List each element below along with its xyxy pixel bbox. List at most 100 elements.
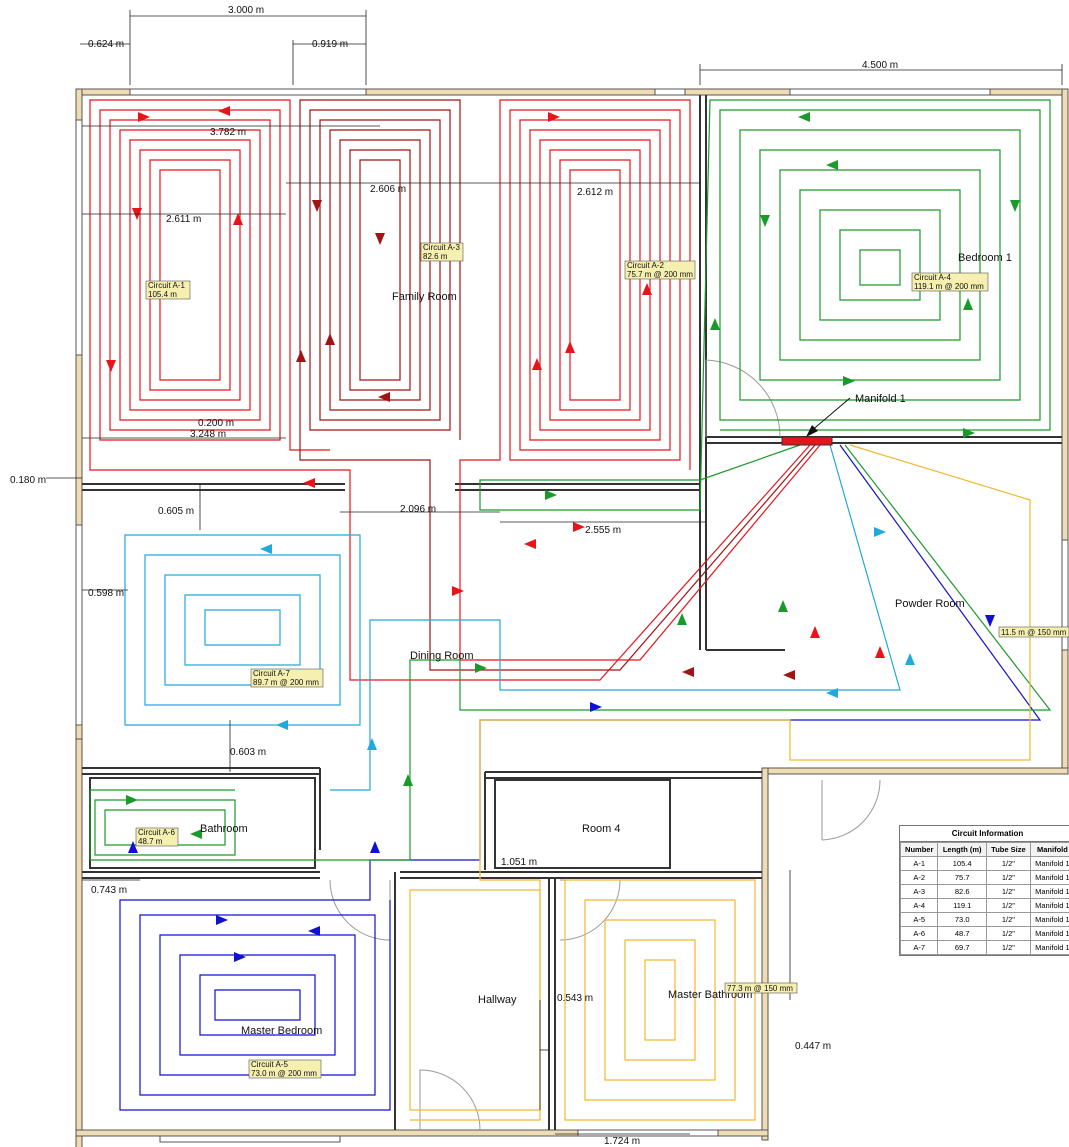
cell: 1/2" [985,926,1031,941]
manifold-box [781,436,833,446]
cell: 1/2" [985,898,1031,913]
cell: Manifold 1 [1029,884,1069,899]
dim-1724: 1.724 m [604,1136,640,1147]
cell: Manifold 1 [1029,926,1069,941]
svg-text:119.1 m @ 200 mm: 119.1 m @ 200 mm [914,282,984,291]
label-manifold: Manifold 1 [855,393,906,405]
dim-2606: 2.606 m [370,184,406,195]
tag-a6: Circuit A-6 48.7 m [135,827,179,847]
circuit-a4-loops [479,99,1051,511]
svg-text:Circuit A-2: Circuit A-2 [627,261,664,270]
cell: Manifold 1 [1029,898,1069,913]
legend-header-length: Length (m) [937,842,987,857]
dim-2612: 2.612 m [577,187,613,198]
label-bedroom1: Bedroom 1 [958,252,1012,264]
legend-title: Circuit Information [900,826,1069,842]
cell: Manifold 1 [1029,940,1069,955]
cell: 75.7 [937,870,987,885]
cell: Manifold 1 [1029,870,1069,885]
dim-0200: 0.200 m [198,418,234,429]
label-family-room: Family Room [392,291,457,303]
cell: A-5 [899,912,939,927]
dimension-lines [46,10,1063,1135]
interior-walls [82,95,1062,1130]
tag-a1: Circuit A-1 105.4 m [145,280,191,300]
legend-header-row: Number Length (m) Tube Size Manifold [899,842,1069,857]
circuit-a6-loops [89,444,1052,861]
cell: A-6 [899,926,939,941]
circuit-a1-loops [89,99,811,681]
svg-text:Circuit A-5: Circuit A-5 [251,1060,288,1069]
cell: Manifold 1 [1029,856,1069,871]
cell: 1/2" [985,884,1031,899]
tag-a5: Circuit A-5 73.0 m @ 200 mm [248,1059,322,1079]
dim-0743: 0.743 m [91,885,127,896]
dim-0543: 0.543 m [557,993,593,1004]
svg-text:Circuit A-7: Circuit A-7 [253,669,290,678]
svg-text:82.6 m: 82.6 m [423,252,448,261]
cell: A-7 [899,940,939,955]
dim-0598: 0.598 m [88,588,124,599]
circuit-info-table: Circuit Information Number Length (m) Tu… [899,825,1069,956]
label-powder-room: Powder Room [895,598,965,610]
windows [75,88,1069,1143]
svg-text:11.5 m @ 150 mm: 11.5 m @ 150 mm [1001,628,1067,637]
exterior-walls [75,88,1069,1147]
cell: 1/2" [985,912,1031,927]
flow-arrows [106,106,1020,962]
cell: 1/2" [985,856,1031,871]
dim-2611: 2.611 m [166,214,201,225]
tag-a4: Circuit A-4 119.1 m @ 200 mm [911,272,989,292]
cell: A-1 [899,856,939,871]
dim-1051: 1.051 m [501,857,537,868]
tag-a3: Circuit A-3 82.6 m [420,242,464,262]
dim-2555: 2.555 m [585,525,621,536]
cell: A-3 [899,884,939,899]
svg-text:Circuit A-1: Circuit A-1 [148,281,185,290]
dim-2096: 2.096 m [400,504,436,515]
label-bathroom: Bathroom [200,823,248,835]
dim-3782: 3.782 m [210,127,246,138]
dim-0624: 0.624 m [88,39,124,50]
manifold-arrowhead [806,425,818,437]
legend-grid: Number Length (m) Tube Size Manifold A-1… [899,842,1069,955]
cell: 119.1 [937,898,987,913]
legend-header-manifold: Manifold [1029,842,1069,857]
dim-0603: 0.603 m [230,747,266,758]
svg-text:48.7 m: 48.7 m [138,837,163,846]
circuit-a3-loops [299,99,816,671]
circuit-a7-loops [124,444,901,791]
svg-text:Circuit A-6: Circuit A-6 [138,828,175,837]
dim-0919: 0.919 m [312,39,348,50]
tag-hallway: 77.3 m @ 150 mm [724,982,798,994]
svg-text:Circuit A-4: Circuit A-4 [914,273,951,282]
svg-text:77.3 m @ 150 mm: 77.3 m @ 150 mm [727,984,793,993]
cell: Manifold 1 [1029,912,1069,927]
dim-0605: 0.605 m [158,506,194,517]
circuit-a2-loops [459,99,821,661]
tag-a2: Circuit A-2 75.7 m @ 200 mm [624,260,696,280]
dim-4500: 4.500 m [862,60,898,71]
label-room4: Room 4 [582,823,621,835]
cell: 48.7 [937,926,987,941]
label-dining-room: Dining Room [410,650,474,662]
tag-a7: Circuit A-7 89.7 m @ 200 mm [250,668,324,688]
cell: 69.7 [937,940,987,955]
manifold-leader [809,397,851,433]
svg-text:105.4 m: 105.4 m [148,290,177,299]
label-master-bedroom: Master Bedroom [241,1025,322,1037]
cell: 73.0 [937,912,987,927]
svg-text:Circuit A-3: Circuit A-3 [423,243,460,252]
legend-header-tube: Tube Size [985,842,1031,857]
cell: 82.6 [937,884,987,899]
svg-text:75.7 m @ 200 mm: 75.7 m @ 200 mm [627,270,693,279]
cell: A-2 [899,870,939,885]
cell: A-4 [899,898,939,913]
dim-3248: 3.248 m [190,429,226,440]
